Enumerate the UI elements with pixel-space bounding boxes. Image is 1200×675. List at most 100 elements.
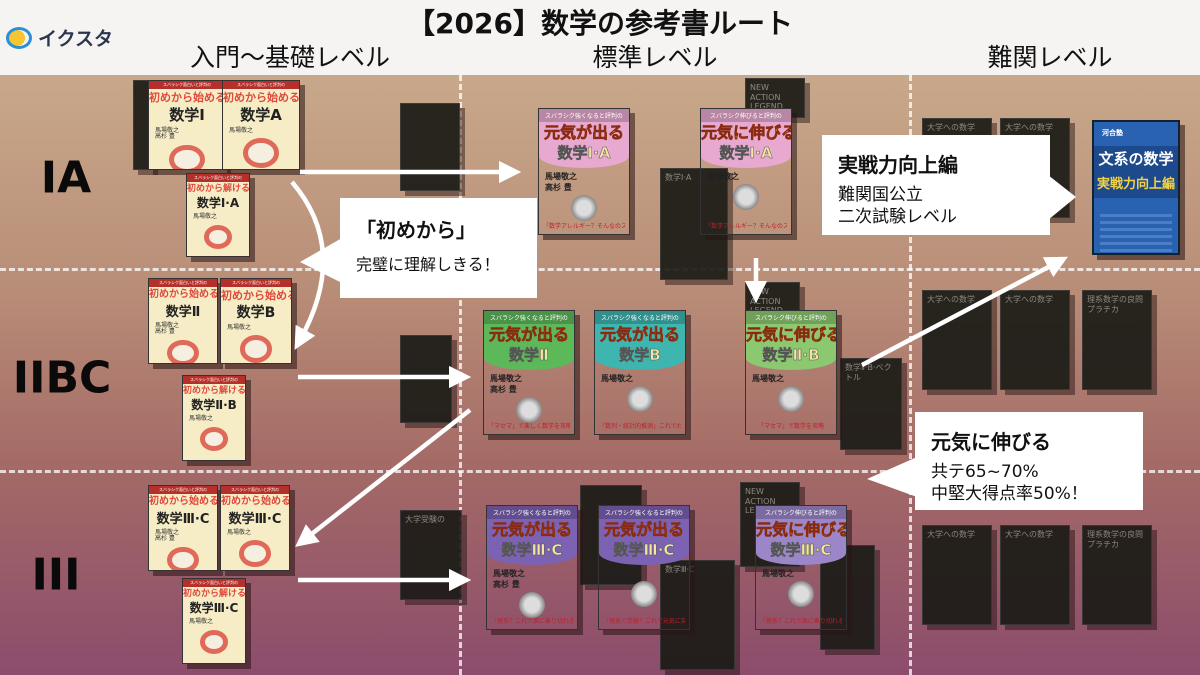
book-cover[interactable]: スバラシク強くなると評判の元気が出る数学Ⅲ·C 馬場敬之 高杉 豊「理系？これで楽…	[486, 505, 578, 630]
book-subject: 数学Ⅰ·A	[557, 143, 611, 163]
book-series: スバラシク面白いと評判の	[149, 486, 217, 494]
callout-line: 中堅大得点率50%！	[931, 484, 1088, 505]
book-header: スバラシク伸びると評判の元気に伸びる数学Ⅲ·C	[756, 506, 846, 565]
callout-line: 二次試験レベル	[838, 207, 957, 228]
book-tagline: 「数学アレルギー？そんなのスグに治る」	[543, 223, 625, 230]
book-title: 大学受験の	[405, 515, 445, 524]
book-subject: 数学Ⅰ·A	[719, 143, 773, 163]
book-cover[interactable]: 数学Ⅱ·B·ベクトル	[840, 358, 902, 450]
book-series: スバラシク伸びると評判の	[701, 109, 791, 122]
callout-genki-nobiru: 元気に伸びる 共テ65~70% 中堅大得点率50%！	[867, 412, 1143, 510]
book-series: スバラシク面白いと評判の	[183, 579, 245, 587]
book-header: スバラシク伸びると評判の元気に伸びる数学Ⅱ·B	[746, 311, 836, 370]
book-cover[interactable]: 数学Ⅲ·C	[660, 560, 735, 670]
book-subject: 数学Ⅱ·B	[762, 345, 820, 365]
book-series: スバラシク強くなると評判の	[599, 506, 689, 519]
robot-mascot-icon	[631, 580, 657, 607]
column-header-basic: 入門〜基礎レベル	[189, 43, 391, 72]
book-author: 馬場敬之	[707, 171, 739, 181]
book-cover[interactable]	[820, 545, 875, 650]
book-title: 文系の数学	[1094, 146, 1178, 171]
book-cover[interactable]: 数学Ⅰ·A	[660, 168, 728, 280]
book-author: 馬場敬之 高杉 豊	[155, 528, 180, 543]
robot-mascot-icon	[778, 385, 804, 412]
book-title: 初めから解ける	[183, 589, 246, 599]
callout-line: 難関国公立	[838, 185, 923, 205]
book-series: スバラシク強くなると評判の	[484, 311, 574, 324]
book-pattern	[1100, 214, 1172, 252]
callout-heading: 実戦力向上編	[838, 153, 958, 177]
book-tagline: 「理系？これで楽に乗り切れる」	[491, 618, 573, 625]
book-subject: 数学B	[619, 345, 661, 365]
callout-line: 完璧に理解しきる！	[356, 255, 500, 274]
book-author: 馬場敬之	[605, 568, 637, 578]
book-author: 馬場敬之	[193, 213, 218, 221]
book-illustration-icon	[203, 225, 233, 250]
callout-line: 共テ65~70%	[931, 462, 1039, 482]
book-cover[interactable]: 大学への数学	[1000, 290, 1070, 390]
callout-heading: 「初めから」	[356, 218, 476, 242]
book-subject: 数学A	[240, 105, 282, 124]
book-title: 理系数学の良問プラチカ	[1087, 530, 1143, 549]
book-header: スバラシク強くなると評判の元気が出る数学Ⅲ·C	[599, 506, 689, 565]
book-title: 初めから始める	[149, 289, 218, 300]
book-cover[interactable]: 大学への数学	[922, 525, 992, 625]
book-author: 馬場敬之 高杉 豊	[493, 568, 525, 589]
book-cover[interactable]: スバラシク強くなると評判の元気が出る数学Ⅲ·C 馬場敬之「理系で受験？これで元気に…	[598, 505, 690, 630]
book-cover[interactable]: 理系数学の良問プラチカ	[1082, 290, 1152, 390]
book-title: 元気に伸びる	[746, 325, 837, 344]
book-subject: 数学Ⅱ·B	[191, 398, 237, 413]
book-illustration-icon	[199, 630, 229, 655]
book-tagline: 「数列・統計的推測」これでわかる	[599, 423, 681, 430]
book-tagline: 「マセマ」で数学を攻略	[757, 423, 824, 430]
book-series: 河合塾	[1102, 129, 1123, 137]
book-title: NEW ACTION LEGEND	[750, 83, 783, 112]
book-title: 初めから始める	[223, 91, 300, 104]
book-subject: 数学Ⅲ·C	[501, 540, 563, 560]
book-tagline: 「理系で受験？これで元気に突破」	[603, 618, 685, 625]
book-cover[interactable]	[400, 103, 460, 191]
book-series: スバラシク強くなると評判の	[595, 311, 685, 324]
book-cover[interactable]: 大学への数学	[1000, 525, 1070, 625]
book-cover[interactable]: 河合塾文系の数学実戦力向上編	[1092, 120, 1180, 255]
book-subject: 数学Ⅲ·C	[613, 540, 675, 560]
book-title: 数学Ⅲ·C	[665, 565, 695, 574]
book-series: スバラシク伸びると評判の	[756, 506, 846, 519]
book-tagline: 「数学アレルギー？そんなのスグに治る」	[705, 223, 787, 230]
robot-mascot-icon	[627, 385, 653, 412]
book-author: 馬場敬之	[229, 126, 254, 134]
book-cover[interactable]: 大学への数学	[922, 290, 992, 390]
book-title: 大学への数学	[927, 295, 975, 304]
book-title: 初めから解ける	[183, 386, 246, 396]
book-title: 数学Ⅱ·B·ベクトル	[845, 363, 892, 382]
book-series: スバラシク面白いと評判の	[221, 279, 291, 287]
book-cover[interactable]: 理系数学の良問プラチカ	[1082, 525, 1152, 625]
book-author: 馬場敬之 高杉 豊	[545, 171, 577, 192]
book-illustration-icon	[239, 335, 273, 363]
column-divider	[909, 75, 912, 675]
book-header: スバラシク強くなると評判の元気が出る数学Ⅱ	[484, 311, 574, 370]
callout-heading: 元気に伸びる	[931, 430, 1051, 454]
book-series: スバラシク強くなると評判の	[487, 506, 577, 519]
book-subject: 数学Ⅲ·C	[228, 511, 282, 527]
book-title: 大学への数学	[927, 530, 975, 539]
row-label-iii: III	[31, 549, 81, 601]
row-divider	[0, 268, 1200, 271]
book-title: 初めから解ける	[187, 184, 250, 194]
book-cover[interactable]: スバラシク強くなると評判の元気が出る数学B馬場敬之「数列・統計的推測」これでわか…	[594, 310, 686, 435]
book-title: 元気が出る	[491, 520, 573, 539]
